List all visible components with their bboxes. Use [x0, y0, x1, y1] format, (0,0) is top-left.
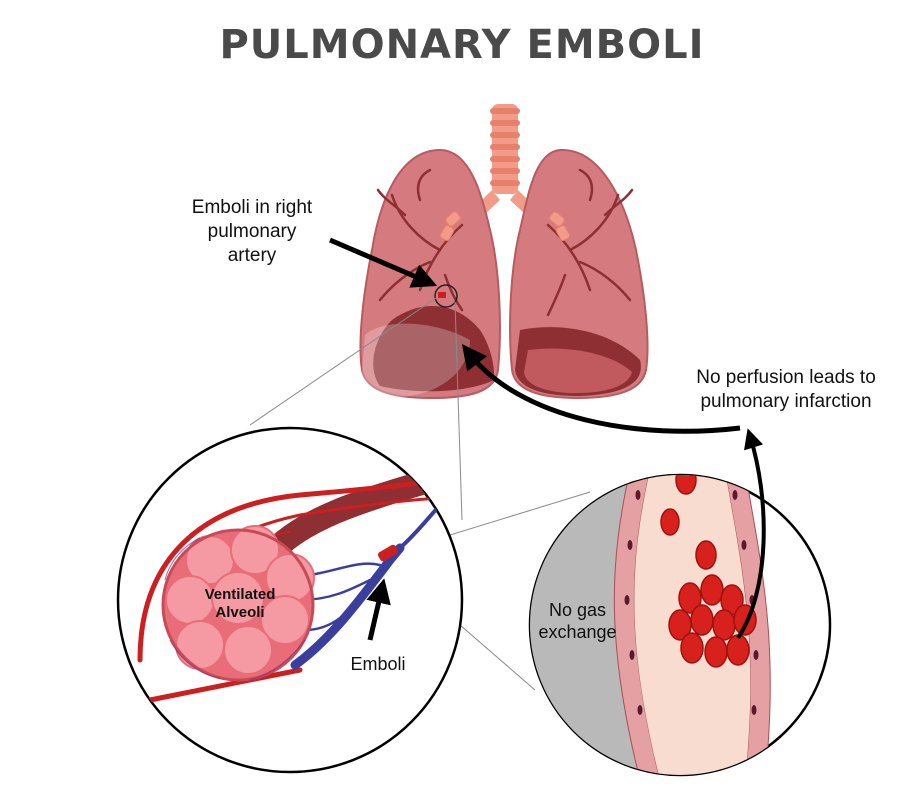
lungs-illustration [360, 104, 647, 398]
label-no-perfusion-line2: pulmonary infarction [686, 390, 886, 414]
label-ventilated-line2: Alveoli [185, 604, 295, 622]
label-emboli-right-artery-line1: Emboli in right [182, 196, 322, 220]
label-emboli-right-artery: Emboli in right pulmonary artery [182, 196, 322, 268]
label-emboli: Emboli [338, 654, 418, 675]
label-no-perfusion: No perfusion leads to pulmonary infarcti… [686, 366, 886, 414]
label-ventilated-alveoli: Ventilated Alveoli [185, 586, 295, 622]
label-no-gas-line1: No gas [530, 599, 625, 621]
label-ventilated-line1: Ventilated [185, 586, 295, 604]
label-no-gas-line2: exchange [530, 621, 625, 643]
label-emboli-right-artery-line2: pulmonary artery [182, 220, 322, 268]
emboli-dot [438, 292, 446, 298]
label-no-perfusion-line1: No perfusion leads to [686, 366, 886, 390]
label-no-gas-exchange: No gas exchange [530, 599, 625, 643]
